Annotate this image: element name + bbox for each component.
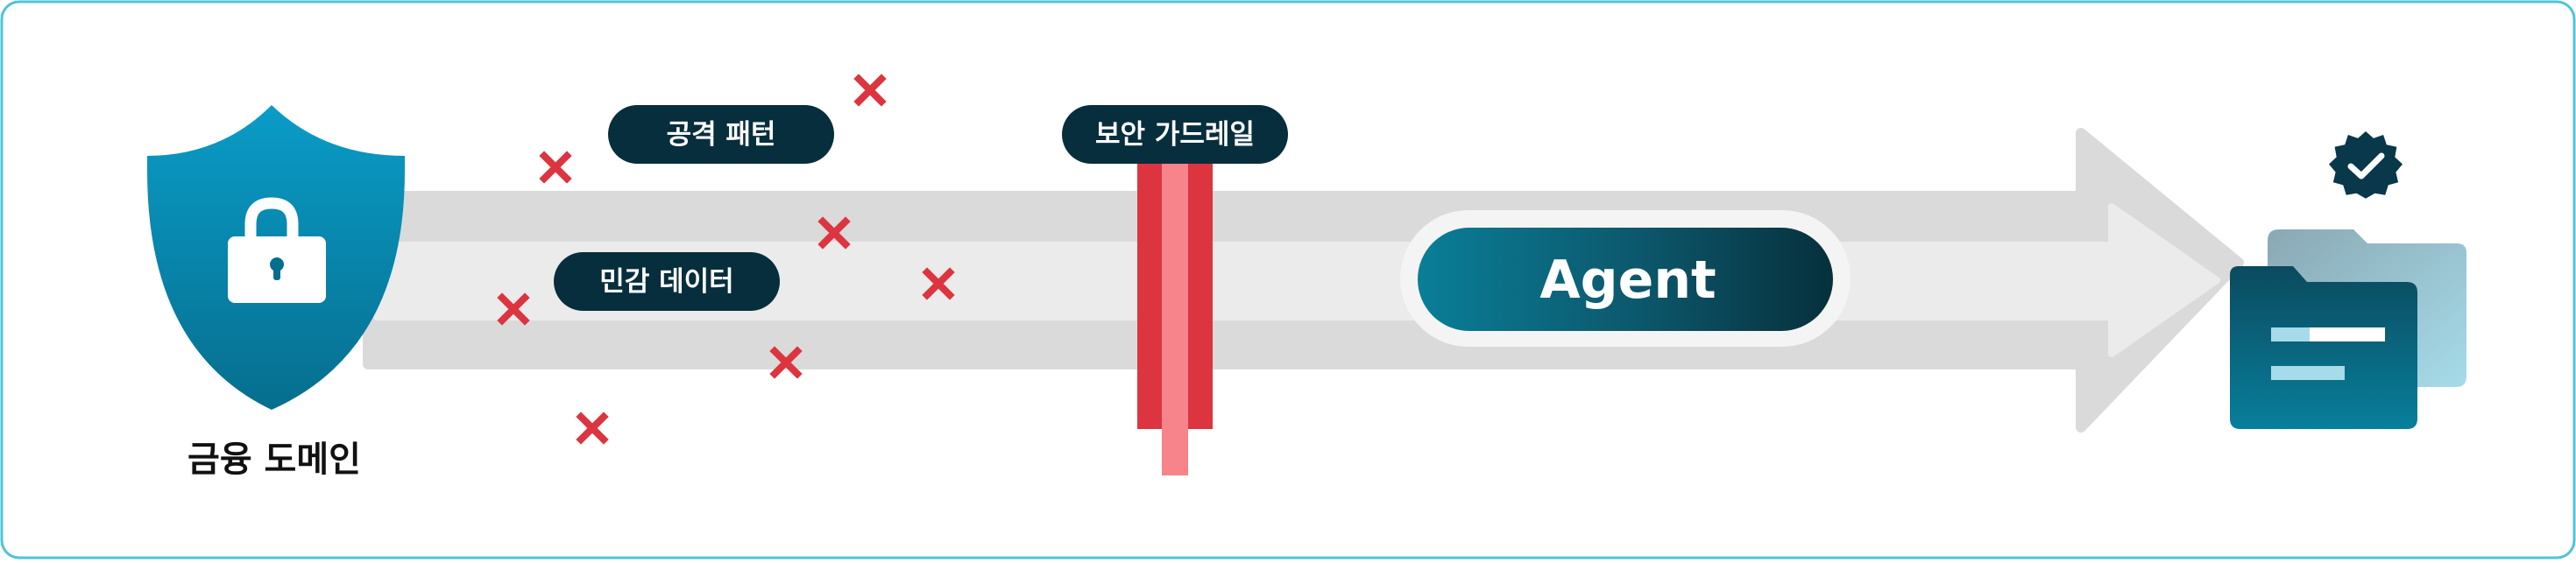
domain-label: 금융 도메인 <box>188 440 361 480</box>
guardrail-bar-highlight <box>1162 131 1188 475</box>
x-mark-icon <box>769 346 803 379</box>
folder-icon <box>2230 229 2466 429</box>
x-mark-icon <box>539 151 572 184</box>
attack-pattern-pill <box>608 105 834 164</box>
agent-pill <box>1418 228 1833 331</box>
sensitive-data-pill <box>554 252 780 311</box>
x-mark-icon <box>922 267 955 300</box>
agent-label: Agent <box>1539 250 1716 311</box>
guardrail-label: 보안 가드레일 <box>1095 119 1255 151</box>
x-mark-icon <box>817 216 851 250</box>
sensitive-data-label: 민감 데이터 <box>599 266 733 298</box>
attack-pattern-label: 공격 패턴 <box>667 119 776 151</box>
x-mark-icon <box>576 412 609 445</box>
guardrail-pill <box>1062 105 1288 164</box>
shield-lock-icon <box>147 105 405 410</box>
verified-badge-icon <box>2329 131 2403 199</box>
x-mark-icon <box>497 292 530 326</box>
x-mark-icon <box>853 74 887 107</box>
